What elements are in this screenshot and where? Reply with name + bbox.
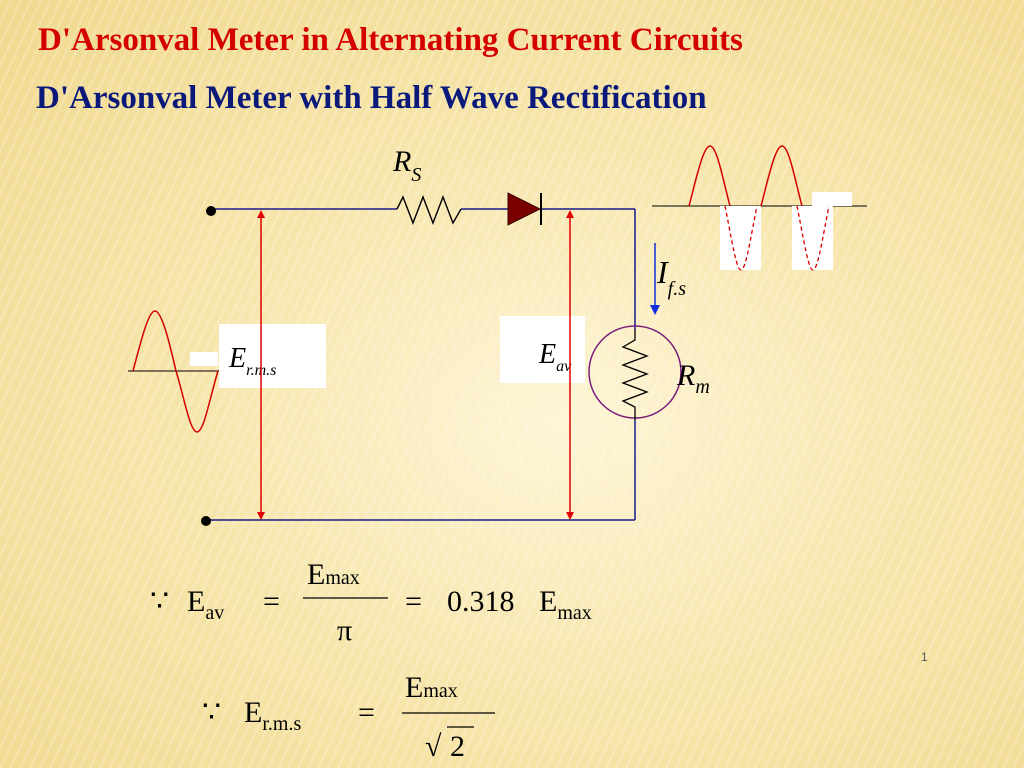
eq2-lhs: Er.m.s: [244, 696, 301, 735]
rms-voltage-equation: ∵ Er.m.s = Emax √ 2: [202, 671, 495, 763]
rms-label-box: [219, 324, 326, 388]
series-resistor-label: RS: [392, 145, 421, 186]
average-voltage-equation: ∵ Eav = Emax π = 0.318 Emax: [150, 558, 592, 647]
eq2-numerator: Emax: [405, 671, 458, 704]
full-scale-current-label: If.s: [656, 254, 686, 300]
bottom-terminal: [201, 516, 211, 526]
slide-subtitle: D'Arsonval Meter with Half Wave Rectific…: [36, 80, 707, 116]
series-resistor-symbol: [396, 195, 462, 225]
meter-symbol: [588, 325, 682, 420]
eq1-lhs: Eav: [187, 585, 224, 624]
because-symbol-2: ∵: [202, 696, 221, 729]
eq1-denominator: π: [337, 614, 352, 647]
eq2-equals: =: [358, 696, 375, 729]
circuit-wires: [206, 208, 636, 521]
eq1-coefficient: 0.318: [447, 585, 515, 618]
half-wave-rectified-waveform: [652, 145, 867, 271]
eq1-equals2: =: [405, 585, 422, 618]
because-symbol: ∵: [150, 585, 169, 618]
slide-title: D'Arsonval Meter in Alternating Current …: [38, 22, 743, 58]
input-sine-waveform: [128, 310, 222, 433]
eq1-equals: =: [263, 585, 280, 618]
eq2-radical: √: [425, 730, 442, 763]
eq1-rhs: Emax: [539, 585, 592, 624]
diode-symbol: [507, 192, 542, 226]
top-terminal: [206, 206, 216, 216]
eq2-denominator: 2: [450, 730, 465, 763]
meter-resistance-label: Rm: [676, 359, 710, 398]
page-number: 1: [921, 650, 928, 664]
eq1-numerator: Emax: [307, 558, 360, 591]
